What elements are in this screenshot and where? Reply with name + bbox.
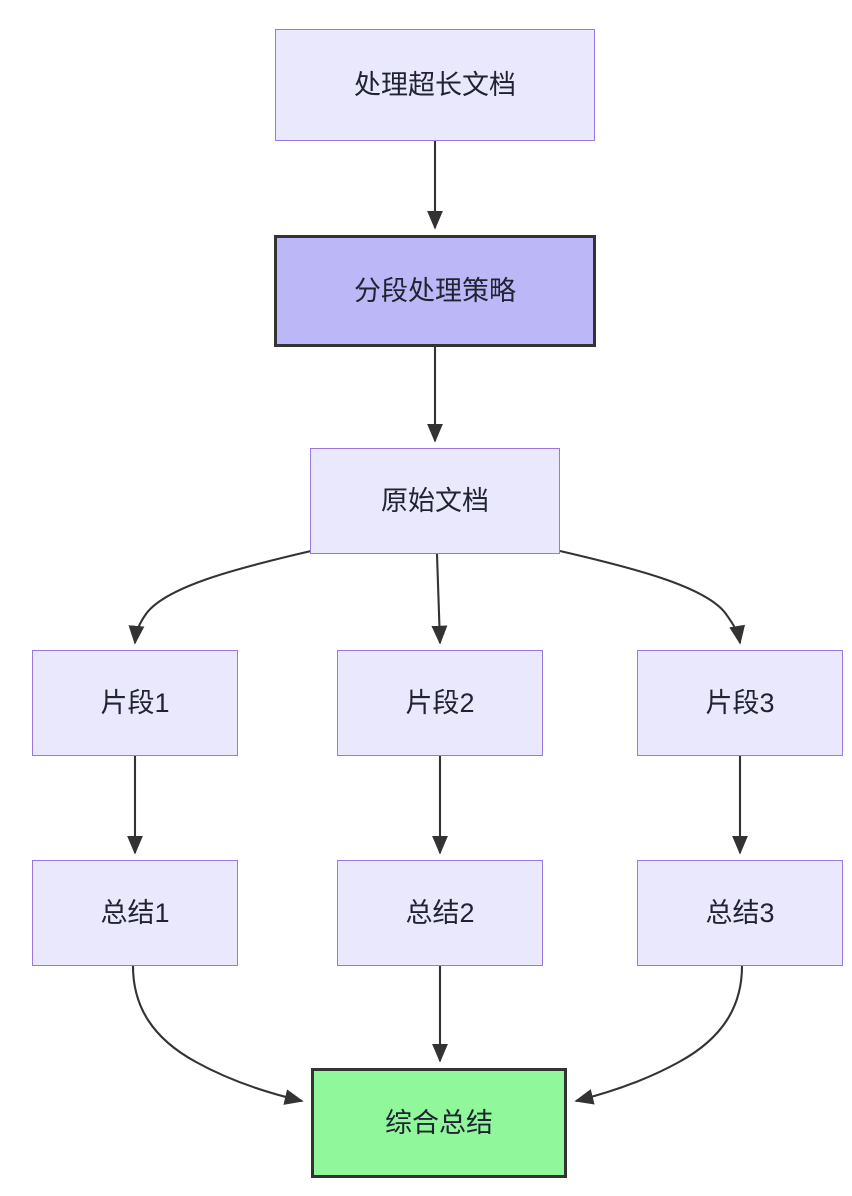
node-label: 片段3	[705, 687, 775, 718]
node-segment-1[interactable]: 片段1	[32, 650, 238, 756]
node-source-document[interactable]: 原始文档	[310, 448, 560, 554]
node-summary-3[interactable]: 总结3	[637, 860, 843, 966]
node-label: 处理超长文档	[354, 69, 516, 100]
edge-sum1-to-final	[131, 965, 304, 1105]
node-summary-2[interactable]: 总结2	[337, 860, 543, 966]
edge-source-to-seg1	[128, 549, 312, 645]
edge-sum3-to-final	[574, 965, 744, 1105]
node-label: 总结3	[705, 897, 775, 928]
node-label: 总结1	[100, 897, 170, 928]
node-label: 总结2	[405, 897, 475, 928]
node-process-long-document[interactable]: 处理超长文档	[275, 29, 595, 141]
node-label: 片段2	[405, 687, 475, 718]
node-chunking-strategy[interactable]: 分段处理策略	[274, 235, 596, 347]
node-segment-3[interactable]: 片段3	[637, 650, 843, 756]
node-label: 分段处理策略	[354, 275, 516, 306]
node-segment-2[interactable]: 片段2	[337, 650, 543, 756]
node-label: 原始文档	[381, 485, 489, 516]
node-combined-summary[interactable]: 综合总结	[311, 1068, 567, 1178]
edge-source-to-seg3	[559, 549, 746, 645]
node-label: 综合总结	[385, 1107, 493, 1138]
node-label: 片段1	[100, 687, 170, 718]
edge-source-to-seg2	[431, 553, 448, 645]
node-summary-1[interactable]: 总结1	[32, 860, 238, 966]
